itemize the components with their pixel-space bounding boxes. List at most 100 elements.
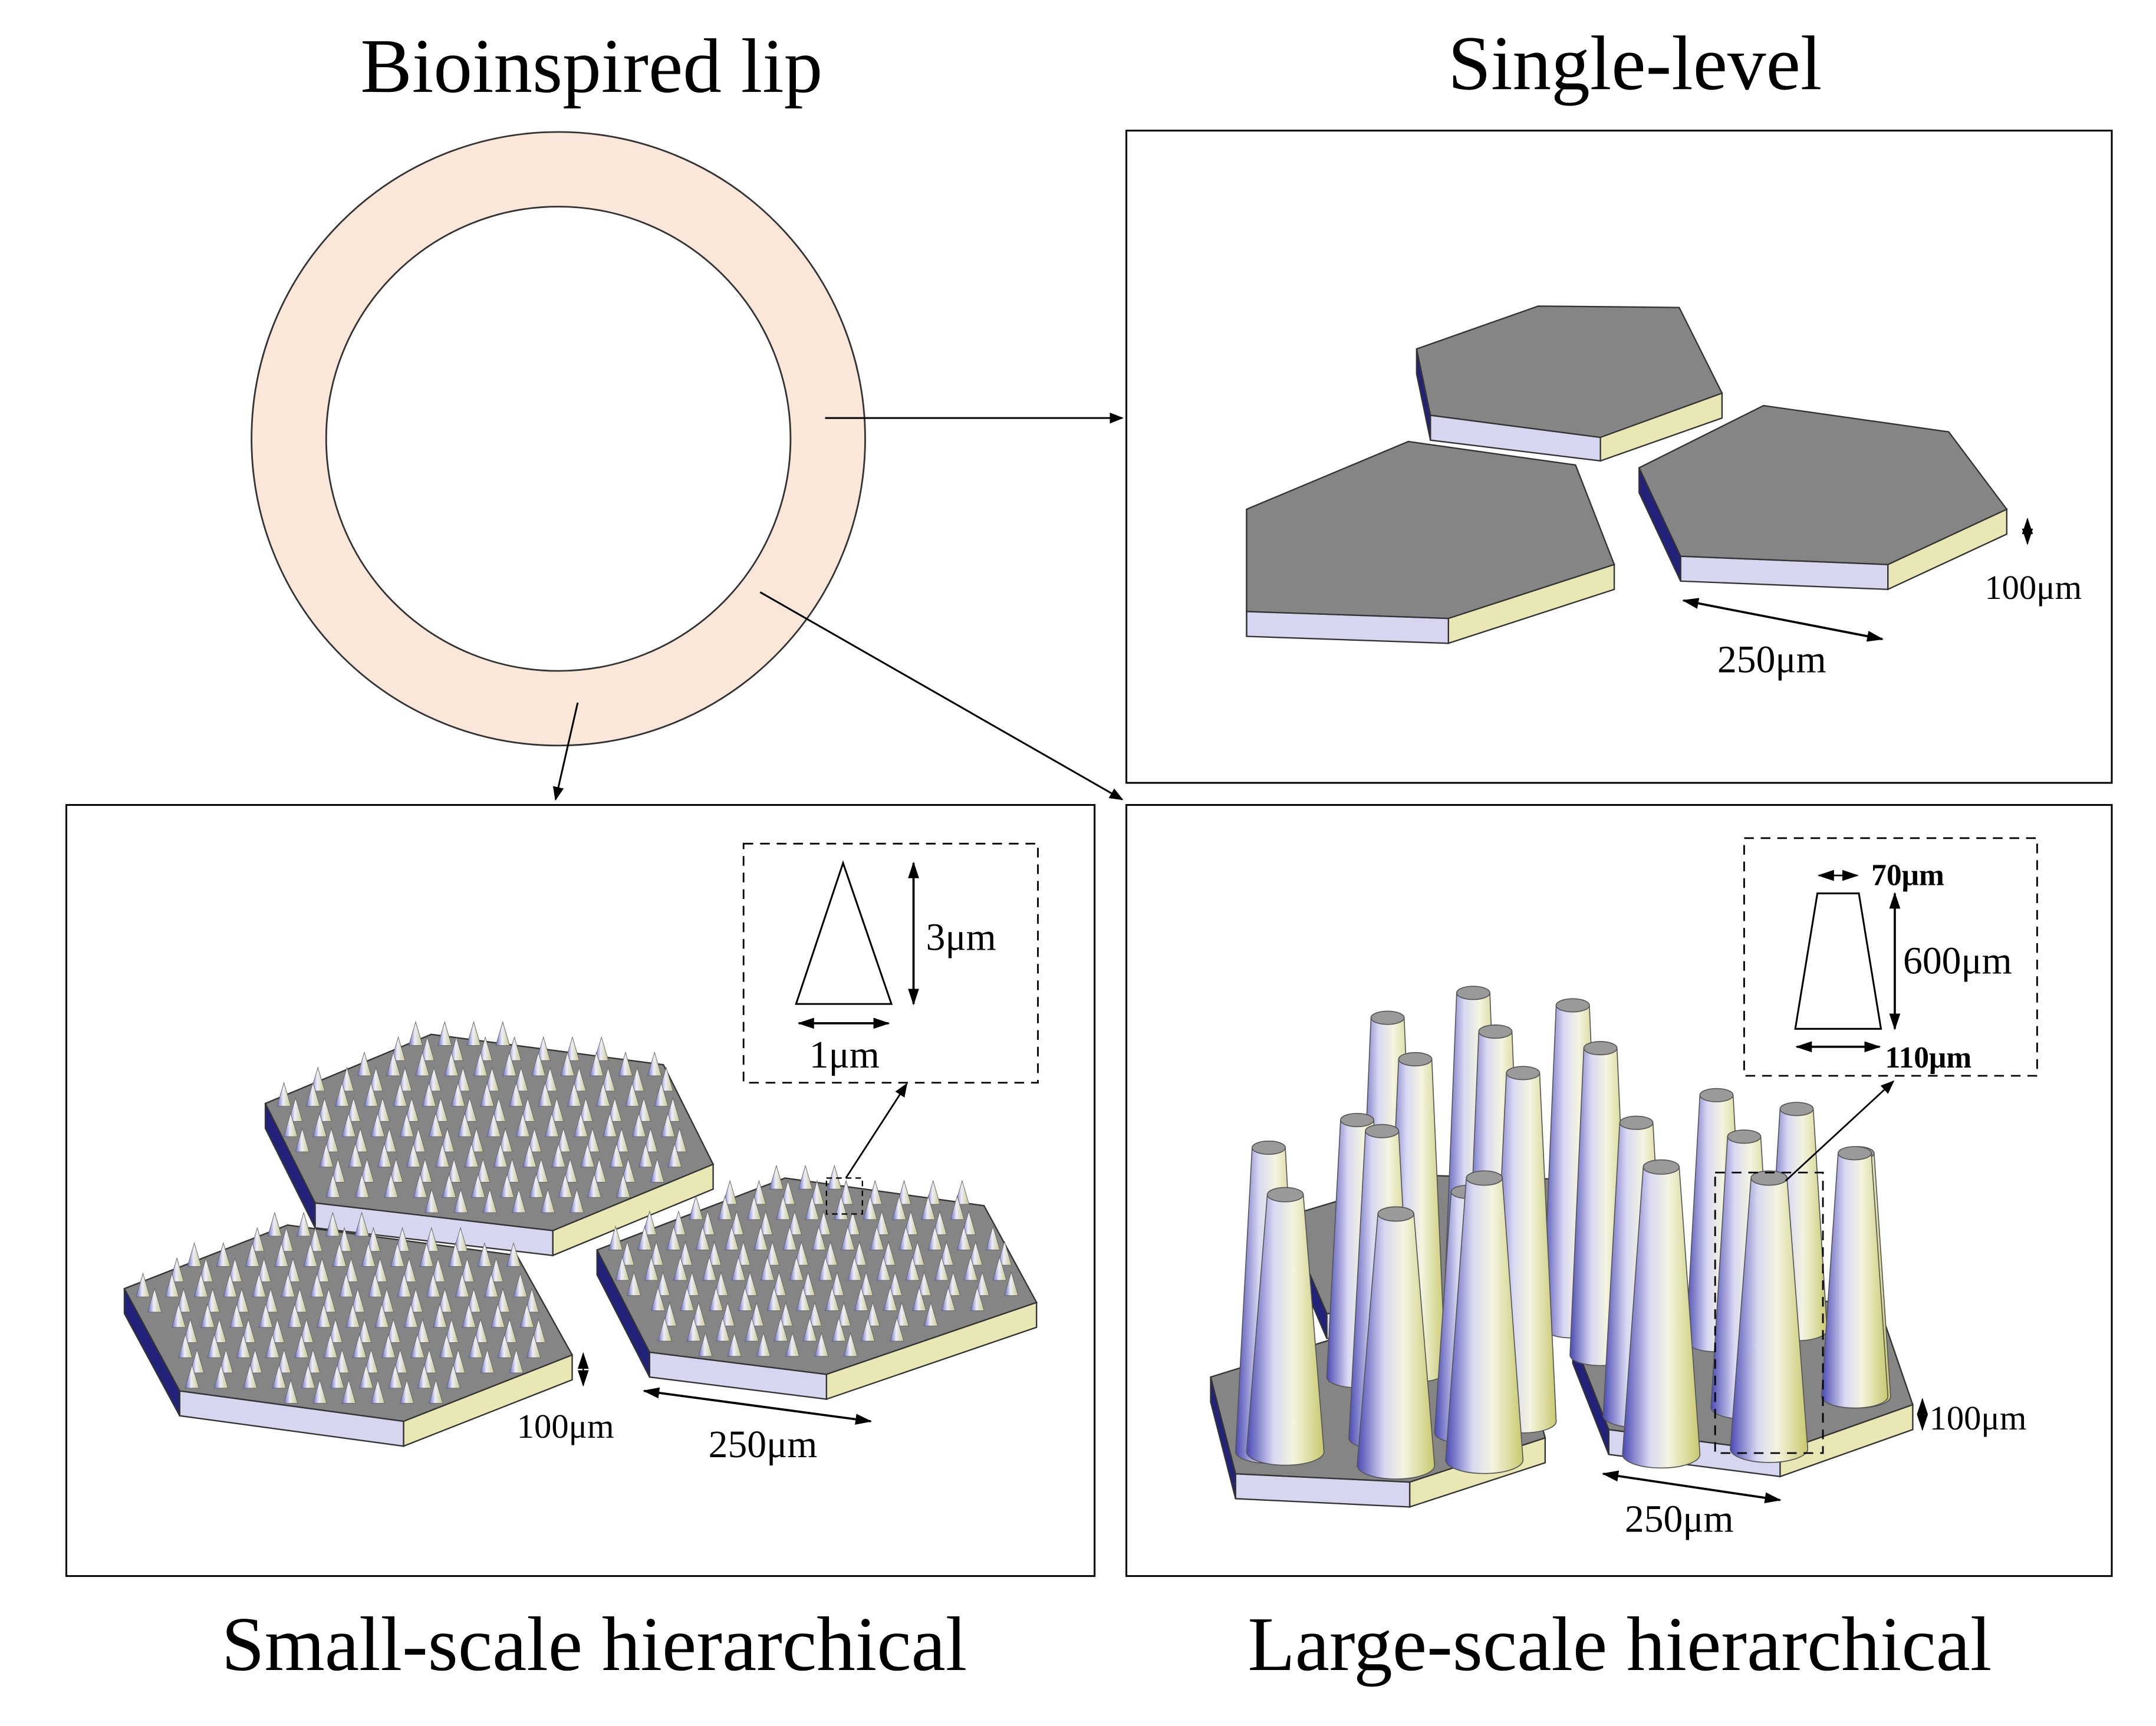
microcone-spike <box>738 1286 753 1311</box>
microcone-spike <box>587 1172 602 1198</box>
microcone-spike <box>446 1158 462 1182</box>
microcone-spike <box>440 1127 455 1152</box>
microcone-spike <box>954 1180 970 1205</box>
microcone-spike <box>294 1333 309 1358</box>
microcone-spike <box>393 1082 407 1107</box>
microcone-spike <box>325 1211 340 1237</box>
single-level-hexagons <box>1246 305 2008 644</box>
microcone-spike <box>288 1096 303 1122</box>
microcone-spike <box>680 1286 694 1311</box>
pillar-cap <box>1365 1124 1400 1138</box>
microcone-spike <box>752 1180 766 1205</box>
microcone-spike <box>941 1286 956 1311</box>
microcone-spike <box>753 1225 768 1250</box>
microcone-spike <box>514 1066 529 1092</box>
microcone-spike <box>464 1142 479 1168</box>
microcone-spike <box>649 1240 664 1266</box>
microcone-spike <box>401 1257 417 1282</box>
microcone-spike <box>357 1317 372 1343</box>
microcone-spike <box>189 1348 205 1373</box>
microcone-spike <box>212 1317 227 1343</box>
microcone-spike <box>956 1225 972 1250</box>
microcone-spike <box>395 1227 410 1252</box>
microcone-spike <box>433 1096 448 1122</box>
single-level-height-label: 100μm <box>1984 568 2082 607</box>
microcone-spike <box>766 1286 782 1311</box>
microcone-spike <box>838 1180 854 1205</box>
microcone-spike <box>647 1051 662 1076</box>
microcone-spike <box>341 1379 356 1404</box>
microcone-spike <box>852 1240 867 1266</box>
microcone-spike <box>352 1333 367 1358</box>
microcone-spike <box>923 1301 939 1326</box>
microcone-spike <box>314 1257 330 1282</box>
microcone-spike <box>742 1271 758 1296</box>
microcone-spike <box>388 1363 403 1389</box>
microcone-spike <box>495 1287 511 1313</box>
microcone-spike <box>344 1257 358 1282</box>
microcone-spike <box>485 1066 499 1092</box>
microcone-spike <box>573 1112 588 1137</box>
microcone-spike <box>975 1271 990 1296</box>
pillar-body <box>1622 1166 1701 1469</box>
microcone-spike <box>453 1188 468 1213</box>
single-level-width-label: 250μm <box>1717 638 1826 681</box>
microcone-spike <box>250 1227 265 1252</box>
microcone-spike <box>382 1127 397 1152</box>
microcone-spike <box>809 1180 825 1205</box>
microcone-spike <box>444 1051 459 1076</box>
microcone-spike <box>483 1272 499 1297</box>
microcone-spike <box>519 1303 535 1328</box>
microcone-spike <box>654 1082 669 1107</box>
microcone-spike <box>595 1082 611 1107</box>
microcone-spike <box>241 1317 256 1343</box>
microcone-spike <box>171 1303 186 1328</box>
microcone-spike <box>551 1142 566 1168</box>
microcone-spike <box>391 1036 406 1061</box>
microcone-spike <box>700 1210 715 1236</box>
microcone-spike <box>456 1066 470 1092</box>
microcone-spike <box>618 1051 633 1076</box>
right-hexagon-spikes <box>608 1164 1019 1357</box>
pillar-cap <box>1642 1159 1680 1175</box>
microcone-spike <box>876 1256 891 1281</box>
microcone-spike <box>970 1286 985 1311</box>
microcone-spike <box>486 1112 501 1137</box>
small-scale-height-label: 100μm <box>517 1407 614 1445</box>
microcone-spike <box>419 1242 434 1267</box>
microcone-spike <box>591 1158 607 1182</box>
microcone-spike <box>415 1051 430 1076</box>
microcone-spike <box>507 1036 522 1061</box>
microcone-spike <box>502 1051 517 1076</box>
microcone-spike <box>650 1286 666 1311</box>
microcone-spike <box>874 1210 890 1236</box>
microcone-spike <box>713 1271 729 1296</box>
microcone-spike <box>963 1256 978 1281</box>
microcone-spike <box>353 1127 368 1152</box>
microcone-spike <box>397 1066 413 1092</box>
pillar-cap <box>1699 1088 1734 1102</box>
microcone-spike <box>277 1348 292 1373</box>
microcone-spike <box>424 1227 439 1252</box>
microcone-spike <box>540 1188 555 1213</box>
microcone-spike <box>373 1257 388 1282</box>
microcone-spike <box>858 1271 874 1296</box>
microcone-spike <box>638 1142 653 1168</box>
large-scale-detail-marker <box>1714 1171 1824 1454</box>
microcone-spike <box>578 1096 593 1122</box>
microcone-spike <box>898 1225 913 1250</box>
microcone-spike <box>869 1225 884 1250</box>
microcone-spike <box>831 1316 847 1342</box>
microcone-spike <box>656 1271 670 1296</box>
microcone-spike <box>432 1303 447 1328</box>
microcone-spike <box>621 1158 636 1182</box>
microcone-spike <box>417 1158 433 1182</box>
large-scale-inset-top-label: 70μm <box>1871 859 1944 892</box>
microcone-spike <box>397 1272 412 1297</box>
microcone-spike <box>360 1158 374 1182</box>
microcone-spike <box>491 1303 505 1328</box>
pillar-cap <box>1377 1206 1414 1222</box>
microcone-spike <box>911 1286 927 1311</box>
microcone-spike <box>544 1112 559 1137</box>
microcone-spike <box>281 1272 295 1297</box>
